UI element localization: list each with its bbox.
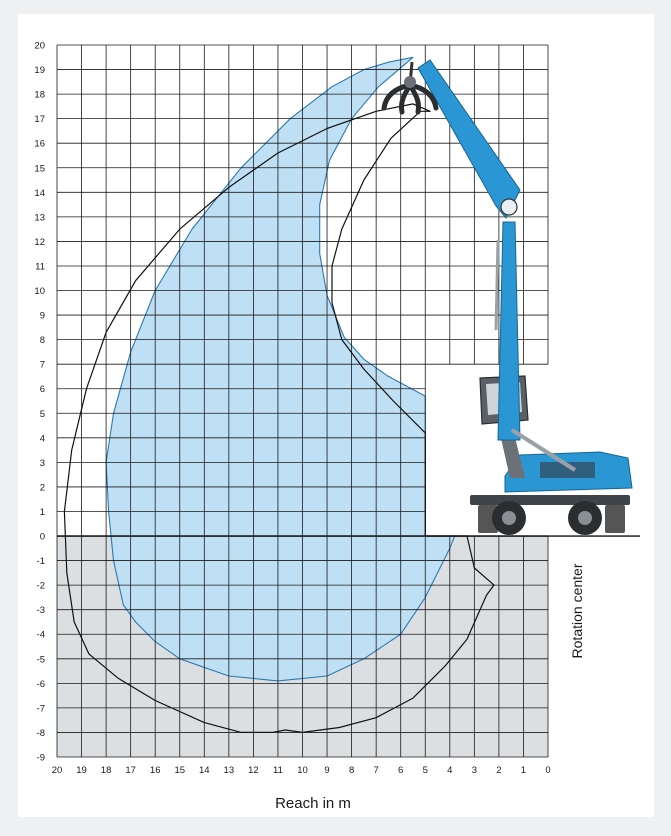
y-tick-label: 17 [34,114,45,125]
y-tick-label: -9 [37,753,45,764]
y-tick-label: 12 [34,237,45,248]
x-tick-label: 18 [101,765,112,776]
x-tick-label: 8 [349,765,354,776]
boom-lower [497,221,521,441]
outline-layer [63,103,495,734]
y-tick-label: 15 [34,163,45,174]
x-axis-label: Reach in m [275,795,351,812]
y-tick-label: 11 [35,261,45,272]
y-tick-label: 7 [40,360,45,371]
x-tick-label: 13 [224,765,235,776]
x-tick-label: 20 [52,765,63,776]
x-tick-label: 15 [174,765,185,776]
engine-vent [540,462,595,478]
x-tick-label: 16 [150,765,161,776]
x-tick-label: 17 [125,765,136,776]
x-tick-label: 9 [324,765,329,776]
y-tick-label: 19 [34,65,45,76]
wheel-hub-front [502,511,516,525]
x-tick-label: 3 [472,765,477,776]
x-tick-label: 11 [273,765,283,776]
boom-joint [500,198,518,216]
y-tick-label: 4 [40,433,45,444]
x-tick-label: 14 [199,765,210,776]
x-tick-label: 2 [496,765,501,776]
x-tick-label: 6 [398,765,403,776]
y-tick-label: -5 [37,654,45,665]
y-tick-label: 3 [40,458,45,469]
x-tick-label: 7 [374,765,379,776]
y-tick-label: 13 [34,212,45,223]
outrigger-right [605,505,625,533]
y-tick-label: 10 [34,286,45,297]
y-tick-label: 18 [34,90,45,101]
y-tick-label: 2 [40,482,45,493]
y-tick-label: 8 [40,335,45,346]
machine-illustration [381,59,633,535]
undercarriage [470,495,630,505]
y-tick-label: -8 [37,728,45,739]
wheel-hub-rear [578,511,592,525]
x-tick-label: 0 [545,765,550,776]
boom-cylinder [510,428,577,472]
x-tick-label: 1 [521,765,526,776]
arm-cylinder [494,239,500,331]
x-tick-label: 5 [423,765,428,776]
y-tick-label: 1 [40,507,45,518]
x-tick-label: 4 [447,765,452,776]
rotation-center-label: Rotation center [569,563,585,658]
reach-outline-series-2 [63,103,495,734]
outrigger-left [478,505,498,533]
y-tick-label: 14 [34,188,45,199]
tick-labels: 20191817161514131211109876543210-1-2-3-4… [34,41,550,777]
y-tick-label: 16 [34,139,45,150]
x-tick-label: 12 [248,765,259,776]
x-tick-label: 19 [76,765,87,776]
y-tick-label: 9 [40,311,45,322]
y-tick-label: -2 [37,581,45,592]
y-tick-label: -4 [37,630,45,641]
y-tick-label: -7 [37,703,45,714]
y-tick-label: 0 [40,532,45,543]
y-tick-label: -1 [37,556,45,567]
x-tick-label: 10 [297,765,308,776]
y-tick-label: 20 [34,41,45,52]
y-tick-label: 6 [40,384,45,395]
grab-tines [381,82,439,115]
y-tick-label: -3 [37,605,45,616]
y-tick-label: -6 [37,679,45,690]
y-tick-label: 5 [40,409,45,420]
grab-rotator [404,76,416,88]
